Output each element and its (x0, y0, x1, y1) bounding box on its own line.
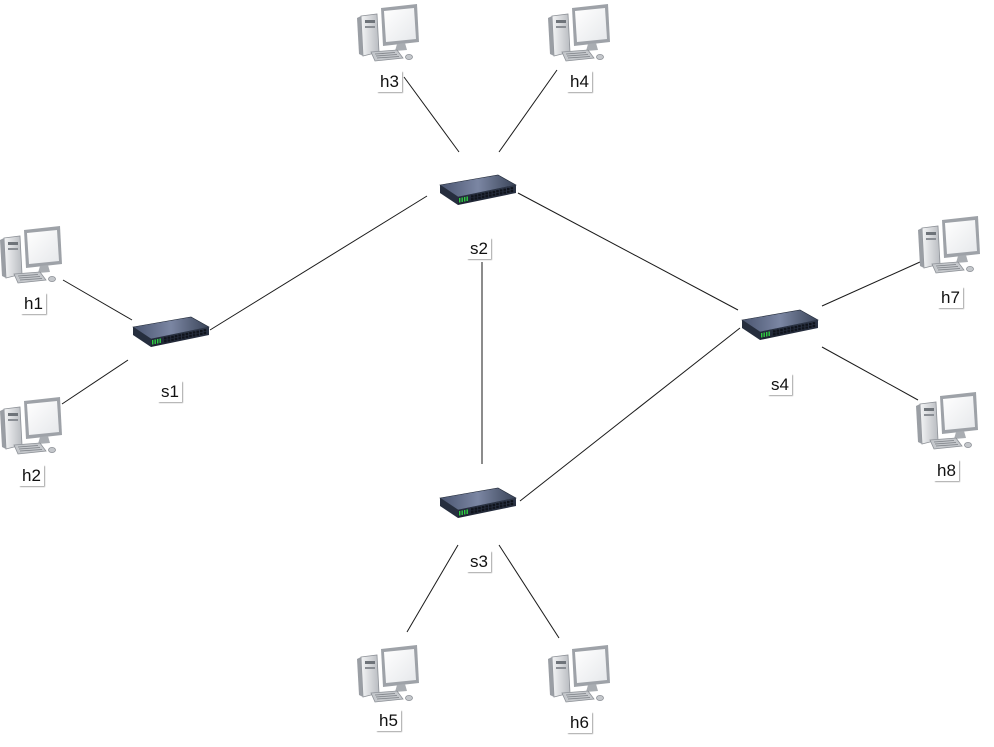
host-h7 (918, 216, 984, 274)
switch-s4 (740, 306, 820, 346)
switch-s2 (438, 171, 518, 211)
node-label-h6: h6 (567, 712, 592, 733)
host-h4 (548, 4, 614, 62)
desktop-computer-icon (0, 397, 66, 455)
host-h6 (548, 645, 614, 703)
link-h1-s1 (62, 279, 133, 321)
desktop-computer-icon (918, 216, 984, 274)
network-switch-icon (740, 306, 820, 346)
link-h7-s4 (821, 261, 921, 307)
switch-s1 (131, 313, 211, 353)
desktop-computer-icon (548, 645, 614, 703)
node-label-s3: s3 (467, 551, 491, 572)
node-label-s1: s1 (158, 381, 182, 402)
node-label-h1: h1 (21, 293, 46, 314)
host-h8 (916, 392, 982, 450)
desktop-computer-icon (0, 226, 66, 284)
link-s3-s4 (519, 327, 741, 502)
link-s2-s4 (517, 192, 739, 311)
desktop-computer-icon (548, 4, 614, 62)
host-h5 (357, 645, 423, 703)
host-h2 (0, 397, 66, 455)
node-label-h7: h7 (938, 287, 963, 308)
link-h6-s3 (498, 544, 560, 639)
desktop-computer-icon (357, 4, 423, 62)
host-h3 (357, 4, 423, 62)
link-h3-s2 (403, 76, 460, 153)
desktop-computer-icon (916, 392, 982, 450)
host-h1 (0, 226, 66, 284)
node-label-s4: s4 (768, 374, 792, 395)
link-h4-s2 (498, 69, 558, 153)
link-h8-s4 (821, 346, 919, 401)
switch-s3 (438, 484, 518, 524)
desktop-computer-icon (357, 645, 423, 703)
link-h2-s1 (61, 359, 129, 405)
node-label-h2: h2 (19, 465, 44, 486)
node-label-h3: h3 (377, 71, 402, 92)
network-switch-icon (438, 171, 518, 211)
node-label-h8: h8 (934, 460, 959, 481)
node-label-h5: h5 (376, 710, 401, 731)
network-switch-icon (438, 484, 518, 524)
network-switch-icon (131, 313, 211, 353)
link-s1-s2 (209, 195, 428, 331)
links-layer (61, 69, 921, 639)
node-label-s2: s2 (467, 238, 491, 259)
link-h5-s3 (406, 544, 459, 633)
node-label-h4: h4 (567, 71, 592, 92)
